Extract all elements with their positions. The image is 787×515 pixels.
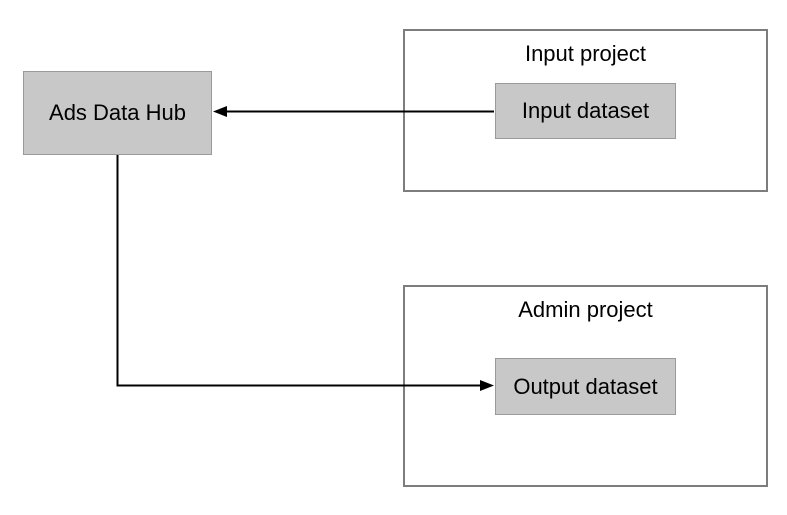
- input-dataset-node: Input dataset: [495, 83, 676, 139]
- output-dataset-node: Output dataset: [495, 358, 676, 415]
- ads-data-hub-label: Ads Data Hub: [49, 100, 186, 125]
- input-project-title: Input project: [524, 41, 647, 66]
- admin-project-title: Admin project: [518, 297, 653, 322]
- input-dataset-label: Input dataset: [521, 98, 650, 123]
- ads-data-hub-node: Ads Data Hub: [23, 71, 212, 155]
- arrowhead-left-icon: [213, 106, 227, 117]
- output-dataset-label: Output dataset: [513, 373, 658, 399]
